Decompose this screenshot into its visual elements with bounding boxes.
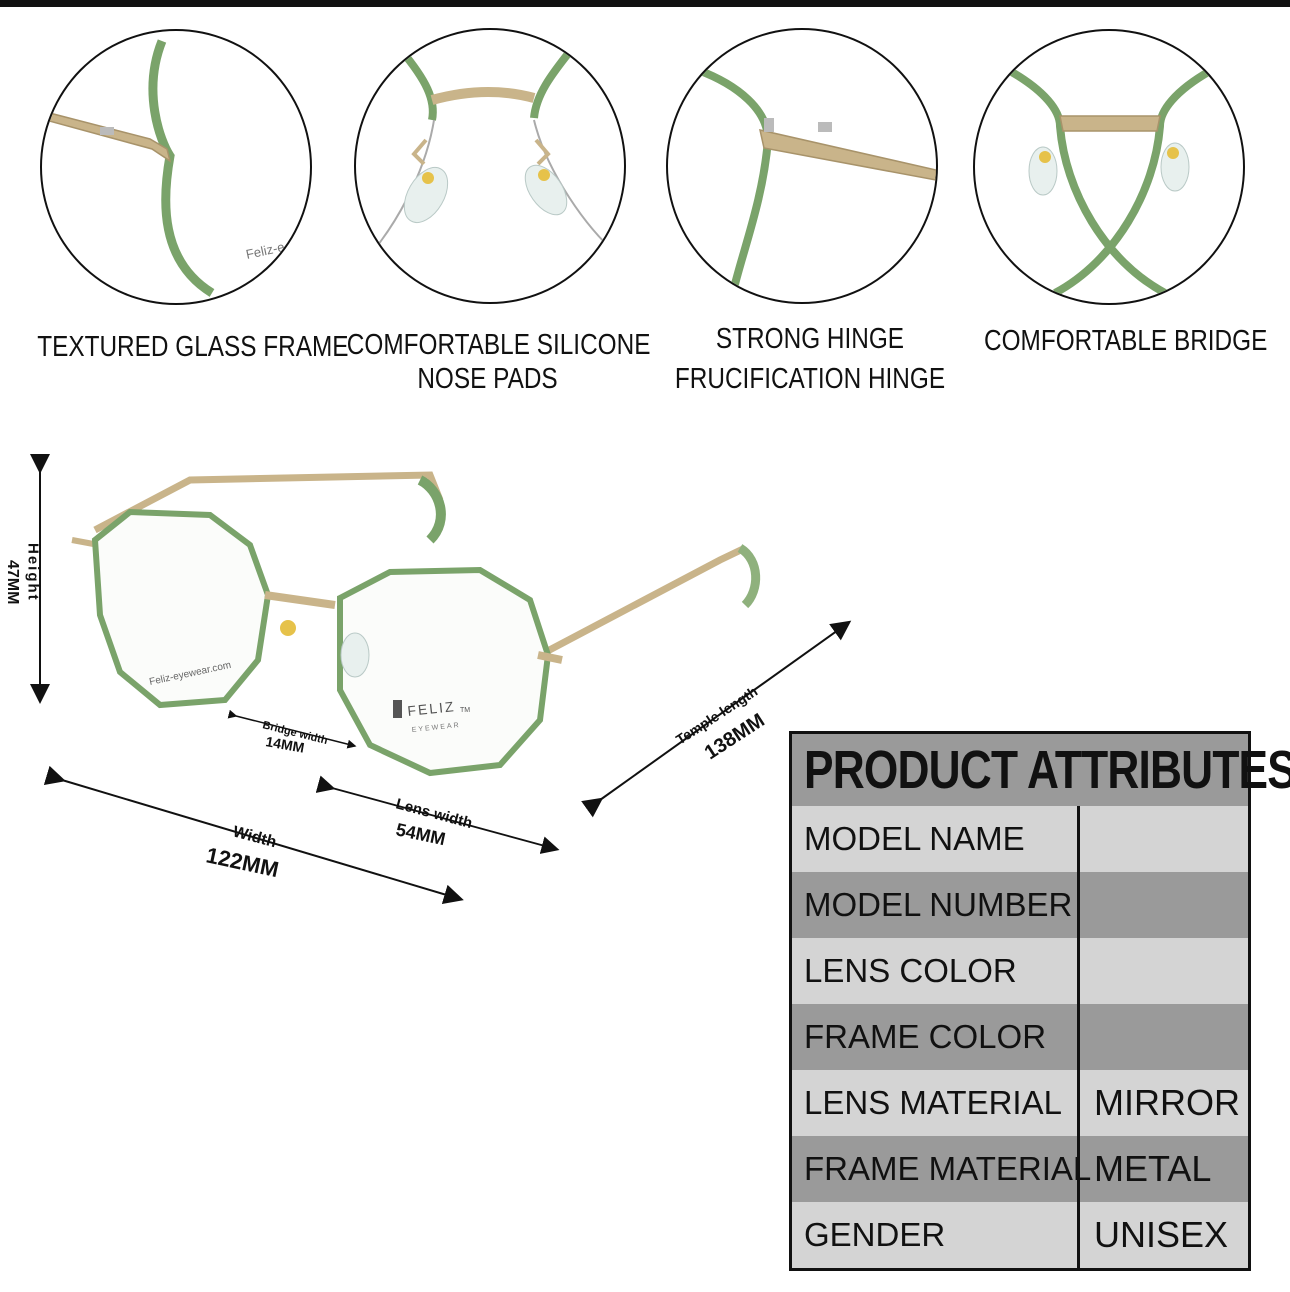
attribute-key: LENS MATERIAL (792, 1070, 1080, 1136)
frame-closeup-image: Feliz-e (40, 29, 312, 305)
logo-tm: TM (460, 707, 470, 714)
height-value: 47MM (4, 560, 21, 604)
attribute-value: UNISEX (1094, 1214, 1229, 1255)
closeup-brand-text: Feliz-e (245, 239, 286, 262)
attribute-key: FRAME MATERIAL (792, 1136, 1091, 1202)
attribute-key: GENDER (792, 1202, 1080, 1268)
bridge-width-value: 14MM (264, 733, 305, 756)
attribute-value (1080, 872, 1248, 938)
dimension-diagram: Feliz-eyewear.com FELIZ TM EYEWEAR Heigh… (4, 454, 852, 904)
attribute-row: GENDER UNISEX (792, 1202, 1248, 1268)
attribute-row: LENS COLOR (792, 938, 1248, 1004)
feature-label-bridge: COMFORTABLE BRIDGE (984, 325, 1268, 357)
attributes-title-row: PRODUCT ATTRIBUTES (792, 734, 1290, 806)
logo-text: FELIZ (407, 698, 457, 719)
attribute-value (1080, 938, 1248, 1004)
attribute-row: FRAME COLOR (792, 1004, 1248, 1070)
feature-label-nosepads: COMFORTABLE SILICONE NOSE PADS (346, 329, 651, 395)
temple-length-arrow (581, 620, 852, 818)
glasses-image: Feliz-eyewear.com FELIZ TM EYEWEAR (71, 471, 761, 777)
attribute-key: LENS COLOR (792, 938, 1080, 1004)
attributes-title: PRODUCT ATTRIBUTES (804, 740, 1290, 800)
top-border (0, 0, 1290, 7)
attribute-value (1080, 1004, 1248, 1070)
bridge-closeup-image (973, 29, 1245, 305)
attribute-key: FRAME COLOR (792, 1004, 1080, 1070)
attribute-row: FRAME MATERIAL METAL (792, 1136, 1248, 1202)
attribute-row: MODEL NUMBER (792, 872, 1248, 938)
feature-label-hinge: STRONG HINGE FRUCIFICATION HINGE (674, 323, 946, 395)
feature-label-frame: TEXTURED GLASS FRAME (37, 331, 349, 363)
bridge-width-arrow (227, 709, 357, 749)
product-attributes-table: PRODUCT ATTRIBUTES MODEL NAME MODEL NUMB… (789, 731, 1290, 1271)
width-label: Width (231, 823, 278, 851)
attribute-row: MODEL NAME (792, 806, 1248, 872)
nosepads-closeup-image (354, 28, 626, 304)
attribute-value: MIRROR (1094, 1082, 1240, 1123)
width-arrow (43, 765, 464, 904)
attribute-value (1080, 806, 1248, 872)
feliz-logo-icon (393, 700, 402, 718)
attribute-key: MODEL NUMBER (792, 872, 1080, 938)
attribute-row: LENS MATERIAL MIRROR (792, 1070, 1248, 1136)
hinge-closeup-image (666, 28, 938, 304)
height-label: Height (25, 543, 42, 602)
attribute-key: MODEL NAME (792, 806, 1080, 872)
attribute-value: METAL (1094, 1148, 1212, 1189)
